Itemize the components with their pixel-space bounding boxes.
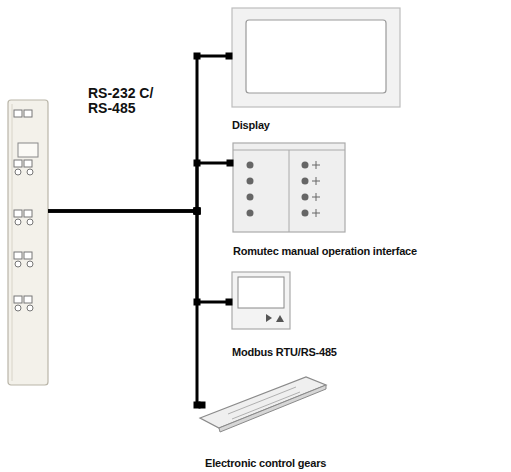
- bus-junction: [194, 160, 201, 167]
- device-label: Romutec manual operation interface: [233, 245, 417, 258]
- bus-connector: [48, 211, 205, 405]
- bus-connector: [48, 163, 233, 211]
- bus-device: Modbus RTU/RS-485: [232, 272, 290, 329]
- bus-junction: [194, 53, 201, 60]
- module-terminals: [14, 110, 33, 311]
- bus-junction: [226, 299, 233, 306]
- bus-junction: [194, 299, 201, 306]
- bus-device: Display: [232, 8, 400, 107]
- controller-module: RS-232 C/ RS-485: [8, 100, 48, 385]
- bus-junction: [194, 208, 201, 215]
- bus-junction: [199, 402, 206, 409]
- device-label: Electronic control gears: [205, 457, 326, 470]
- interface-label: RS-232 C/ RS-485: [88, 86, 168, 116]
- control-gear: [200, 377, 326, 432]
- bus-junction: [194, 208, 201, 215]
- controller-module: [8, 100, 48, 385]
- bus-junction: [227, 160, 234, 167]
- display-panel: [232, 8, 400, 107]
- bus-junction: [226, 53, 233, 60]
- bus-connector: [48, 56, 232, 211]
- manual-operation-panel: [233, 143, 345, 232]
- bus-junction: [194, 208, 201, 215]
- bus-device: Romutec manual operation interface: [233, 143, 345, 232]
- device-label: Modbus RTU/RS-485: [232, 346, 337, 359]
- modbus-device: [232, 272, 290, 329]
- device-label: Display: [232, 119, 270, 132]
- bus-connector: [48, 211, 232, 302]
- bus-junction: [194, 208, 201, 215]
- bus-device: Electronic control gears: [205, 375, 330, 432]
- operation-buttons: [247, 161, 321, 217]
